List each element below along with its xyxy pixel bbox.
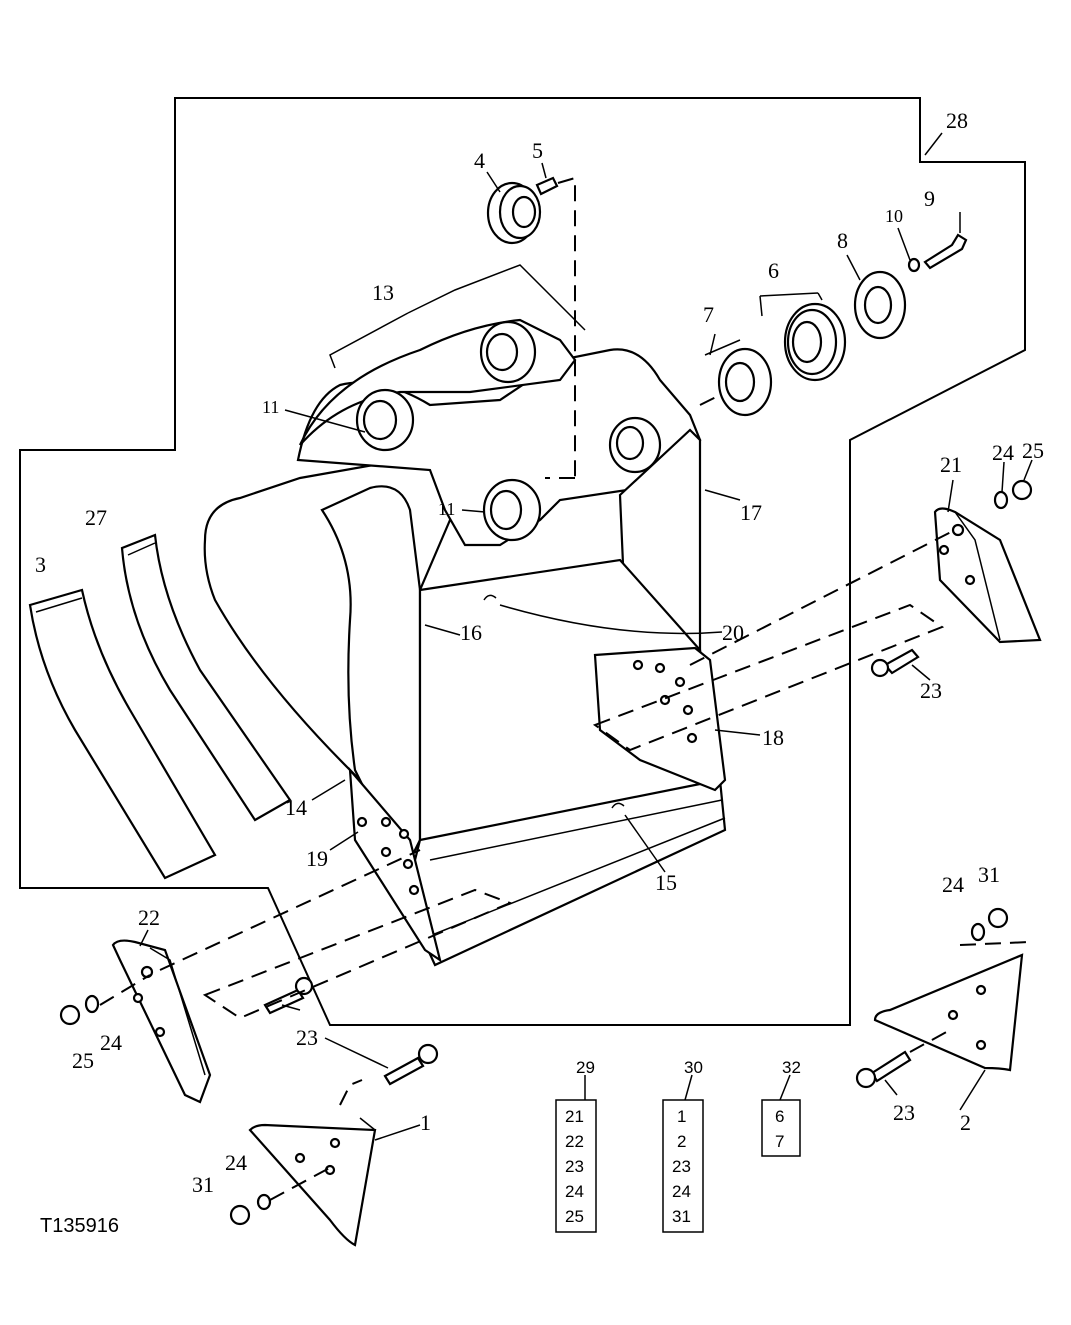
side-cutter-19-holes [356, 816, 420, 896]
washer-24-lower-right [970, 922, 986, 942]
kit-30-label: 30 [684, 1058, 703, 1077]
callout-19: 19 [306, 846, 328, 871]
callout-13: 13 [372, 280, 394, 305]
bolt-23-left-lower [383, 1043, 439, 1086]
callout-20: 20 [722, 620, 744, 645]
callout-21: 21 [940, 452, 962, 477]
kit-30-item: 2 [677, 1132, 686, 1151]
corner-tooth-2 [873, 953, 1024, 1072]
hinge-boss-upper-left [355, 388, 415, 452]
side-cutter-22 [111, 939, 212, 1104]
callout-28: 28 [946, 108, 968, 133]
callout-24-left: 24 [100, 1030, 122, 1055]
kit-boundary-outline [19, 97, 1026, 1026]
side-cutter-18-holes [632, 659, 698, 744]
bolt-23-left-upper [263, 976, 314, 1015]
nut-31-left [229, 1204, 251, 1226]
callout-11-upper: 11 [262, 397, 279, 417]
kit-30-item: 1 [677, 1107, 686, 1126]
washer-24-left [84, 994, 100, 1014]
callout-24-right: 24 [992, 440, 1014, 465]
kit-30-item: 23 [672, 1157, 691, 1176]
hinge-boss-lower-left [482, 478, 542, 542]
side-cutter-21 [933, 507, 1042, 644]
callout-16: 16 [460, 620, 482, 645]
washer-10 [907, 257, 921, 273]
callout-5: 5 [532, 138, 543, 163]
washer-8 [853, 270, 907, 340]
hinge-boss-lower-right [608, 416, 662, 474]
callout-6: 6 [768, 258, 779, 283]
bushing-4 [486, 181, 542, 245]
callout-27: 27 [85, 505, 107, 530]
hinge-boss-upper-right [479, 320, 537, 384]
figure-id: T135916 [40, 1215, 119, 1237]
kit-30-item: 31 [672, 1207, 691, 1226]
callout-8: 8 [837, 228, 848, 253]
kit-29-item: 25 [565, 1207, 584, 1226]
bearing-6 [783, 302, 847, 382]
callout-1: 1 [420, 1110, 431, 1135]
callout-25-right: 25 [1022, 438, 1044, 463]
kit-32: 32 6 7 [761, 1058, 801, 1157]
kit-32-label: 32 [782, 1058, 801, 1077]
kit-29: 29 21 22 23 24 25 [555, 1058, 597, 1233]
corner-tooth-1 [248, 1117, 377, 1247]
nut-31-right [987, 907, 1009, 929]
kit-30-item: 24 [672, 1182, 691, 1201]
kit-29-item: 21 [565, 1107, 584, 1126]
bolt-23-right-lower [855, 1050, 912, 1089]
callout-17: 17 [740, 500, 762, 525]
callout-23-right-lower: 23 [893, 1100, 915, 1125]
kit-32-item: 7 [775, 1132, 784, 1151]
callout-3: 3 [35, 552, 46, 577]
nut-25-left [59, 1004, 81, 1026]
washer-24-right [993, 490, 1009, 510]
kit-30: 30 1 2 23 24 31 [662, 1058, 704, 1233]
callout-11-lower: 11 [438, 499, 455, 519]
shim-7 [717, 347, 773, 417]
callout-15: 15 [655, 870, 677, 895]
callout-23-left: 23 [296, 1025, 318, 1050]
callout-23-right-upper: 23 [920, 678, 942, 703]
callout-7: 7 [703, 302, 714, 327]
nut-25-right [1011, 479, 1033, 501]
callout-labels: 28 4 5 9 10 8 6 7 13 11 11 17 27 3 16 20… [35, 108, 1044, 1197]
pin-5 [535, 176, 559, 196]
callout-24-lower-left: 24 [225, 1150, 247, 1175]
callout-2: 2 [960, 1110, 971, 1135]
callout-24-lower-right: 24 [942, 872, 964, 897]
callout-31-left: 31 [192, 1172, 214, 1197]
wear-strip-3 [28, 588, 217, 880]
callout-31-right: 31 [978, 862, 1000, 887]
callout-18: 18 [762, 725, 784, 750]
wear-strip-27 [120, 533, 292, 822]
callout-10: 10 [885, 206, 903, 226]
bolt-9 [923, 233, 968, 270]
kit-29-item: 23 [565, 1157, 584, 1176]
kit-29-item: 24 [565, 1182, 584, 1201]
assembly-lines [99, 176, 1031, 1201]
kit-29-item: 22 [565, 1132, 584, 1151]
washer-24-lower-left [256, 1193, 272, 1211]
kit-32-item: 6 [775, 1107, 784, 1126]
callout-14: 14 [285, 795, 307, 820]
callout-22: 22 [138, 905, 160, 930]
bolt-23-right-upper [870, 648, 920, 678]
kit-29-label: 29 [576, 1058, 595, 1077]
callout-4: 4 [474, 148, 485, 173]
callout-25-left: 25 [72, 1048, 94, 1073]
leader-lines [139, 132, 1033, 1141]
callout-9: 9 [924, 186, 935, 211]
